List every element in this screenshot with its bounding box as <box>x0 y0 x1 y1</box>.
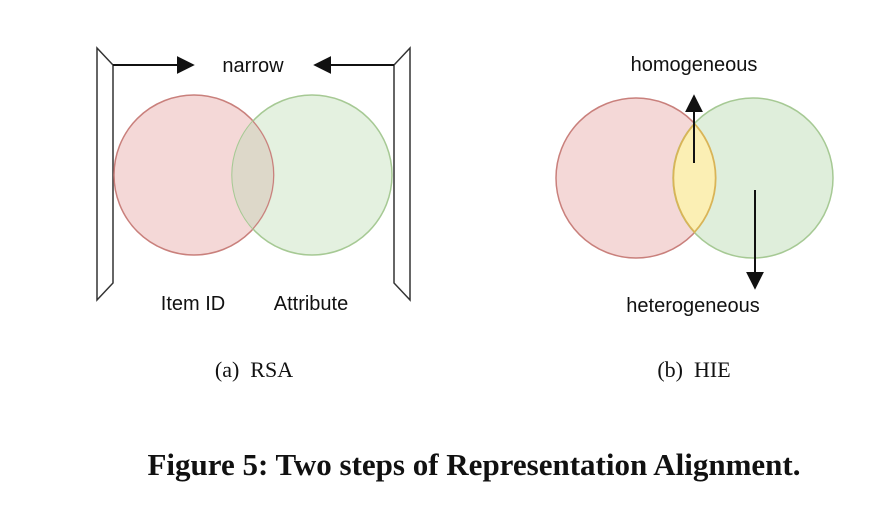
attribute-circle <box>231 94 393 256</box>
narrow-label: narrow <box>222 55 284 77</box>
overlap-outline-red <box>252 120 275 230</box>
panel-a-caption: (a) RSA <box>215 357 293 382</box>
figure-caption: Figure 5: Two steps of Representation Al… <box>148 447 801 482</box>
attribute-label: Attribute <box>274 293 348 315</box>
panel-b-caption: (b) HIE <box>657 357 730 382</box>
item-id-label: Item ID <box>161 293 225 315</box>
heterogeneous-label: heterogeneous <box>626 295 759 317</box>
intersection-region <box>672 122 717 234</box>
panel-a-rsa: narrow Item ID Attribute (a) RSA <box>96 46 411 382</box>
homogeneous-label: homogeneous <box>631 54 758 76</box>
panel-b-hie: homogeneous heterogeneous (b) HIE <box>555 54 834 382</box>
overlap-region <box>232 121 274 229</box>
right-bracket-shape <box>393 46 411 302</box>
left-bracket-shape <box>96 46 114 302</box>
